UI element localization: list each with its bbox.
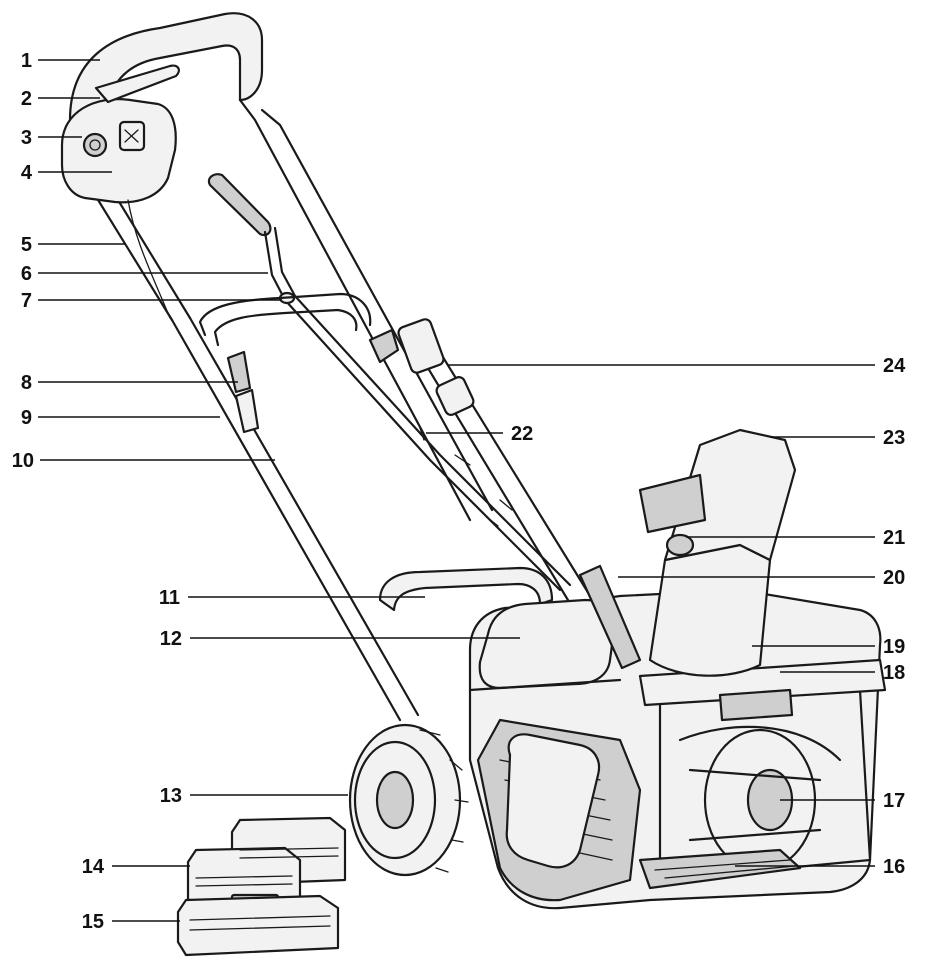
charger xyxy=(176,894,340,957)
svg-text:19: 19 xyxy=(883,636,905,658)
svg-text:7: 7 xyxy=(21,290,32,312)
svg-text:23: 23 xyxy=(883,427,905,449)
callout-16: 16 xyxy=(735,856,905,878)
svg-text:18: 18 xyxy=(883,662,905,684)
callout-11: 11 xyxy=(159,587,425,609)
svg-text:14: 14 xyxy=(82,856,105,878)
callout-14: 14 xyxy=(82,856,190,878)
callout-17: 17 xyxy=(780,790,905,812)
callout-4: 4 xyxy=(21,162,112,184)
callout-10: 10 xyxy=(12,450,275,472)
svg-text:13: 13 xyxy=(160,785,182,807)
callout-15: 15 xyxy=(82,911,180,933)
wheel xyxy=(348,723,469,877)
chute-crank xyxy=(207,173,572,592)
callout-8: 8 xyxy=(21,372,238,394)
callout-3: 3 xyxy=(21,127,82,149)
svg-text:8: 8 xyxy=(21,372,32,394)
svg-text:5: 5 xyxy=(21,234,32,256)
svg-text:11: 11 xyxy=(159,587,180,609)
callout-20: 20 xyxy=(618,567,905,589)
svg-text:10: 10 xyxy=(12,450,34,472)
upper-handle xyxy=(60,12,494,522)
callout-13: 13 xyxy=(160,785,348,807)
lower-handle xyxy=(170,292,602,722)
callout-21: 21 xyxy=(686,527,905,549)
svg-text:20: 20 xyxy=(883,567,905,589)
svg-text:1: 1 xyxy=(21,50,32,72)
callout-5: 5 xyxy=(21,234,125,256)
callout-22: 22 xyxy=(426,423,533,445)
callout-6: 6 xyxy=(21,263,268,285)
svg-text:9: 9 xyxy=(21,407,32,429)
svg-text:22: 22 xyxy=(511,423,533,445)
callout-19: 19 xyxy=(752,636,905,658)
svg-text:2: 2 xyxy=(21,88,32,110)
svg-text:17: 17 xyxy=(883,790,905,812)
svg-text:21: 21 xyxy=(883,527,905,549)
callout-18: 18 xyxy=(780,662,905,684)
callout-1: 1 xyxy=(21,50,100,72)
svg-text:6: 6 xyxy=(21,263,32,285)
svg-text:12: 12 xyxy=(160,628,182,650)
svg-text:24: 24 xyxy=(883,355,906,377)
callout-2: 2 xyxy=(21,88,100,110)
svg-text:15: 15 xyxy=(82,911,104,933)
callout-9: 9 xyxy=(21,407,220,429)
svg-text:16: 16 xyxy=(883,856,905,878)
svg-text:4: 4 xyxy=(21,162,33,184)
snow-thrower-body xyxy=(378,564,887,910)
callout-7: 7 xyxy=(21,290,282,312)
lock-knob-icon xyxy=(82,132,108,158)
callout-24: 24 xyxy=(447,355,906,377)
batteries xyxy=(186,816,347,916)
callout-23: 23 xyxy=(770,427,905,449)
svg-text:3: 3 xyxy=(21,127,32,149)
callout-12: 12 xyxy=(160,628,520,650)
